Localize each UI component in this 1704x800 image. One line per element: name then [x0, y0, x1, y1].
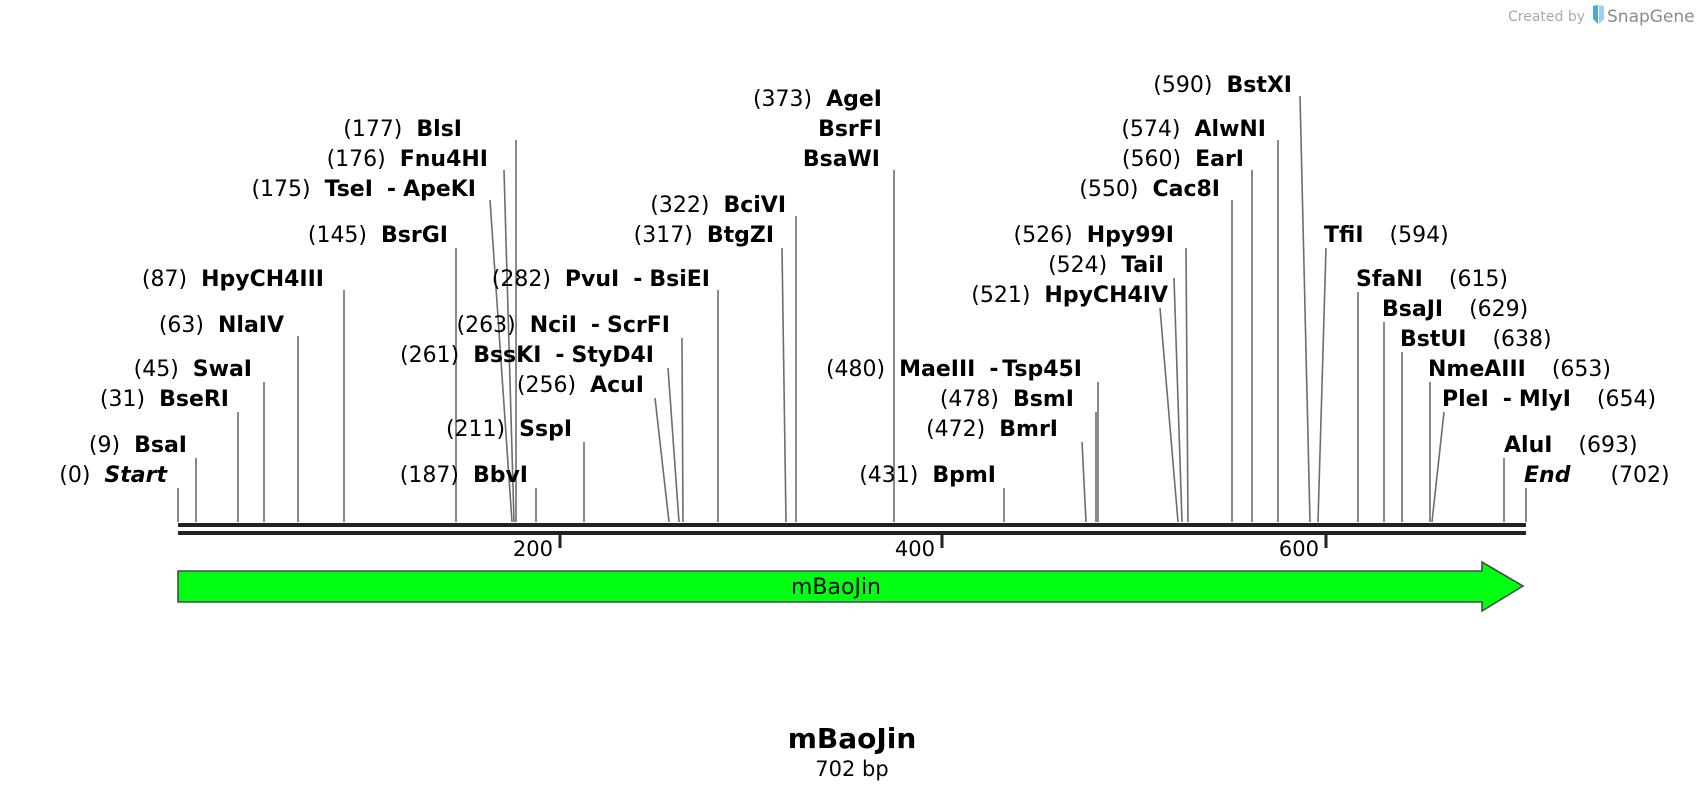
site-label[interactable]: (282)PvuI-BsiEI: [492, 267, 710, 292]
site-label[interactable]: (478)BsmI: [940, 387, 1074, 412]
site-label[interactable]: (175)TseI-ApeKI: [251, 177, 476, 202]
site-label[interactable]: BsrFI: [818, 117, 882, 142]
site-label[interactable]: (187)BbvI: [400, 463, 528, 488]
site-label[interactable]: (145)BsrGI: [308, 223, 448, 248]
site-label[interactable]: BsaWI: [803, 147, 880, 172]
site-label[interactable]: BstUI(638): [1400, 327, 1552, 352]
feature-arrow: [177, 560, 1525, 613]
sequence-backbone: [178, 523, 1526, 535]
site-label[interactable]: SfaNI(615): [1356, 267, 1508, 292]
site-label[interactable]: (590)BstXI: [1153, 73, 1292, 98]
ruler-tick-label: 400: [895, 537, 935, 561]
site-leader-line: [489, 199, 513, 523]
sequence-length: 702 bp: [815, 757, 888, 781]
site-leader-line: [503, 169, 515, 523]
site-label[interactable]: (45)SwaI: [134, 357, 252, 382]
site-label[interactable]: (526)Hpy99I: [1014, 223, 1174, 248]
snapgene-logo-icon: [1593, 5, 1604, 24]
sequence-title: mBaoJin: [788, 722, 917, 755]
site-leader-line: [1081, 441, 1087, 523]
site-label[interactable]: (63)NlaIV: [159, 313, 284, 338]
site-label[interactable]: (211)SspI: [446, 417, 572, 442]
site-leader-line: [681, 337, 684, 523]
feature-label: mBaoJin: [791, 575, 881, 600]
site-labels: (177)BlsI (176)Fnu4HI (175)TseI-ApeKI (1…: [59, 73, 1669, 488]
site-label[interactable]: (177)BlsI: [343, 117, 462, 142]
site-leader-line: [1317, 247, 1327, 523]
site-label[interactable]: (550)Cac8I: [1079, 177, 1220, 202]
site-leader-line: [667, 367, 680, 523]
site-label[interactable]: AluI(693): [1504, 433, 1638, 458]
snapgene-watermark: Created by SnapGene: [1508, 5, 1695, 27]
site-label[interactable]: (560)EarI: [1122, 147, 1244, 172]
ruler: 200 400 600: [513, 534, 1328, 561]
site-leader-lines: [177, 95, 1527, 523]
site-label[interactable]: (472)BmrI: [926, 417, 1058, 442]
site-leader-line: [1299, 95, 1311, 523]
site-leader-line: [1173, 277, 1183, 523]
site-label[interactable]: (322)BciVI: [650, 193, 786, 218]
site-leader-line: [781, 247, 787, 523]
site-label[interactable]: (373)AgeI: [753, 87, 882, 112]
watermark-brand: SnapGene: [1607, 7, 1695, 27]
site-label[interactable]: (524)TaiI: [1048, 253, 1164, 278]
site-label[interactable]: (261)BssKI-StyD4I: [400, 343, 654, 368]
site-label[interactable]: (9)BsaI: [89, 433, 187, 458]
site-label[interactable]: (263)NciI-ScrFI: [457, 313, 670, 338]
site-leader-line: [1431, 411, 1445, 523]
site-leader-line: [1185, 247, 1189, 523]
site-label[interactable]: (87)HpyCH4III: [142, 267, 324, 292]
site-label[interactable]: (176)Fnu4HI: [327, 147, 488, 172]
site-leader-line: [1159, 307, 1179, 523]
feature-mbaojin[interactable]: mBaoJin: [177, 560, 1525, 613]
ruler-tick-label: 200: [513, 537, 553, 561]
site-label[interactable]: (317)BtgZI: [634, 223, 774, 248]
watermark-prefix: Created by: [1508, 9, 1585, 25]
site-label[interactable]: (31)BseRI: [100, 387, 229, 412]
site-label[interactable]: BsaJI(629): [1382, 297, 1528, 322]
site-label[interactable]: (256)AcuI: [517, 373, 644, 398]
ruler-tick-label: 600: [1279, 537, 1319, 561]
site-label[interactable]: TfiI(594): [1324, 223, 1449, 248]
site-leader-line: [654, 397, 670, 523]
site-label[interactable]: NmeAIII(653): [1428, 357, 1611, 382]
site-label[interactable]: (480)MaeIII-Tsp45I: [826, 357, 1082, 382]
site-label[interactable]: (574)AlwNI: [1121, 117, 1266, 142]
site-label[interactable]: (431)BpmI: [859, 463, 996, 488]
site-label[interactable]: (521)HpyCH4IV: [971, 283, 1168, 308]
site-label[interactable]: PleI-MlyI(654): [1442, 387, 1656, 412]
site-label[interactable]: End(702): [1524, 463, 1670, 488]
site-label[interactable]: (0)Start: [59, 463, 168, 488]
